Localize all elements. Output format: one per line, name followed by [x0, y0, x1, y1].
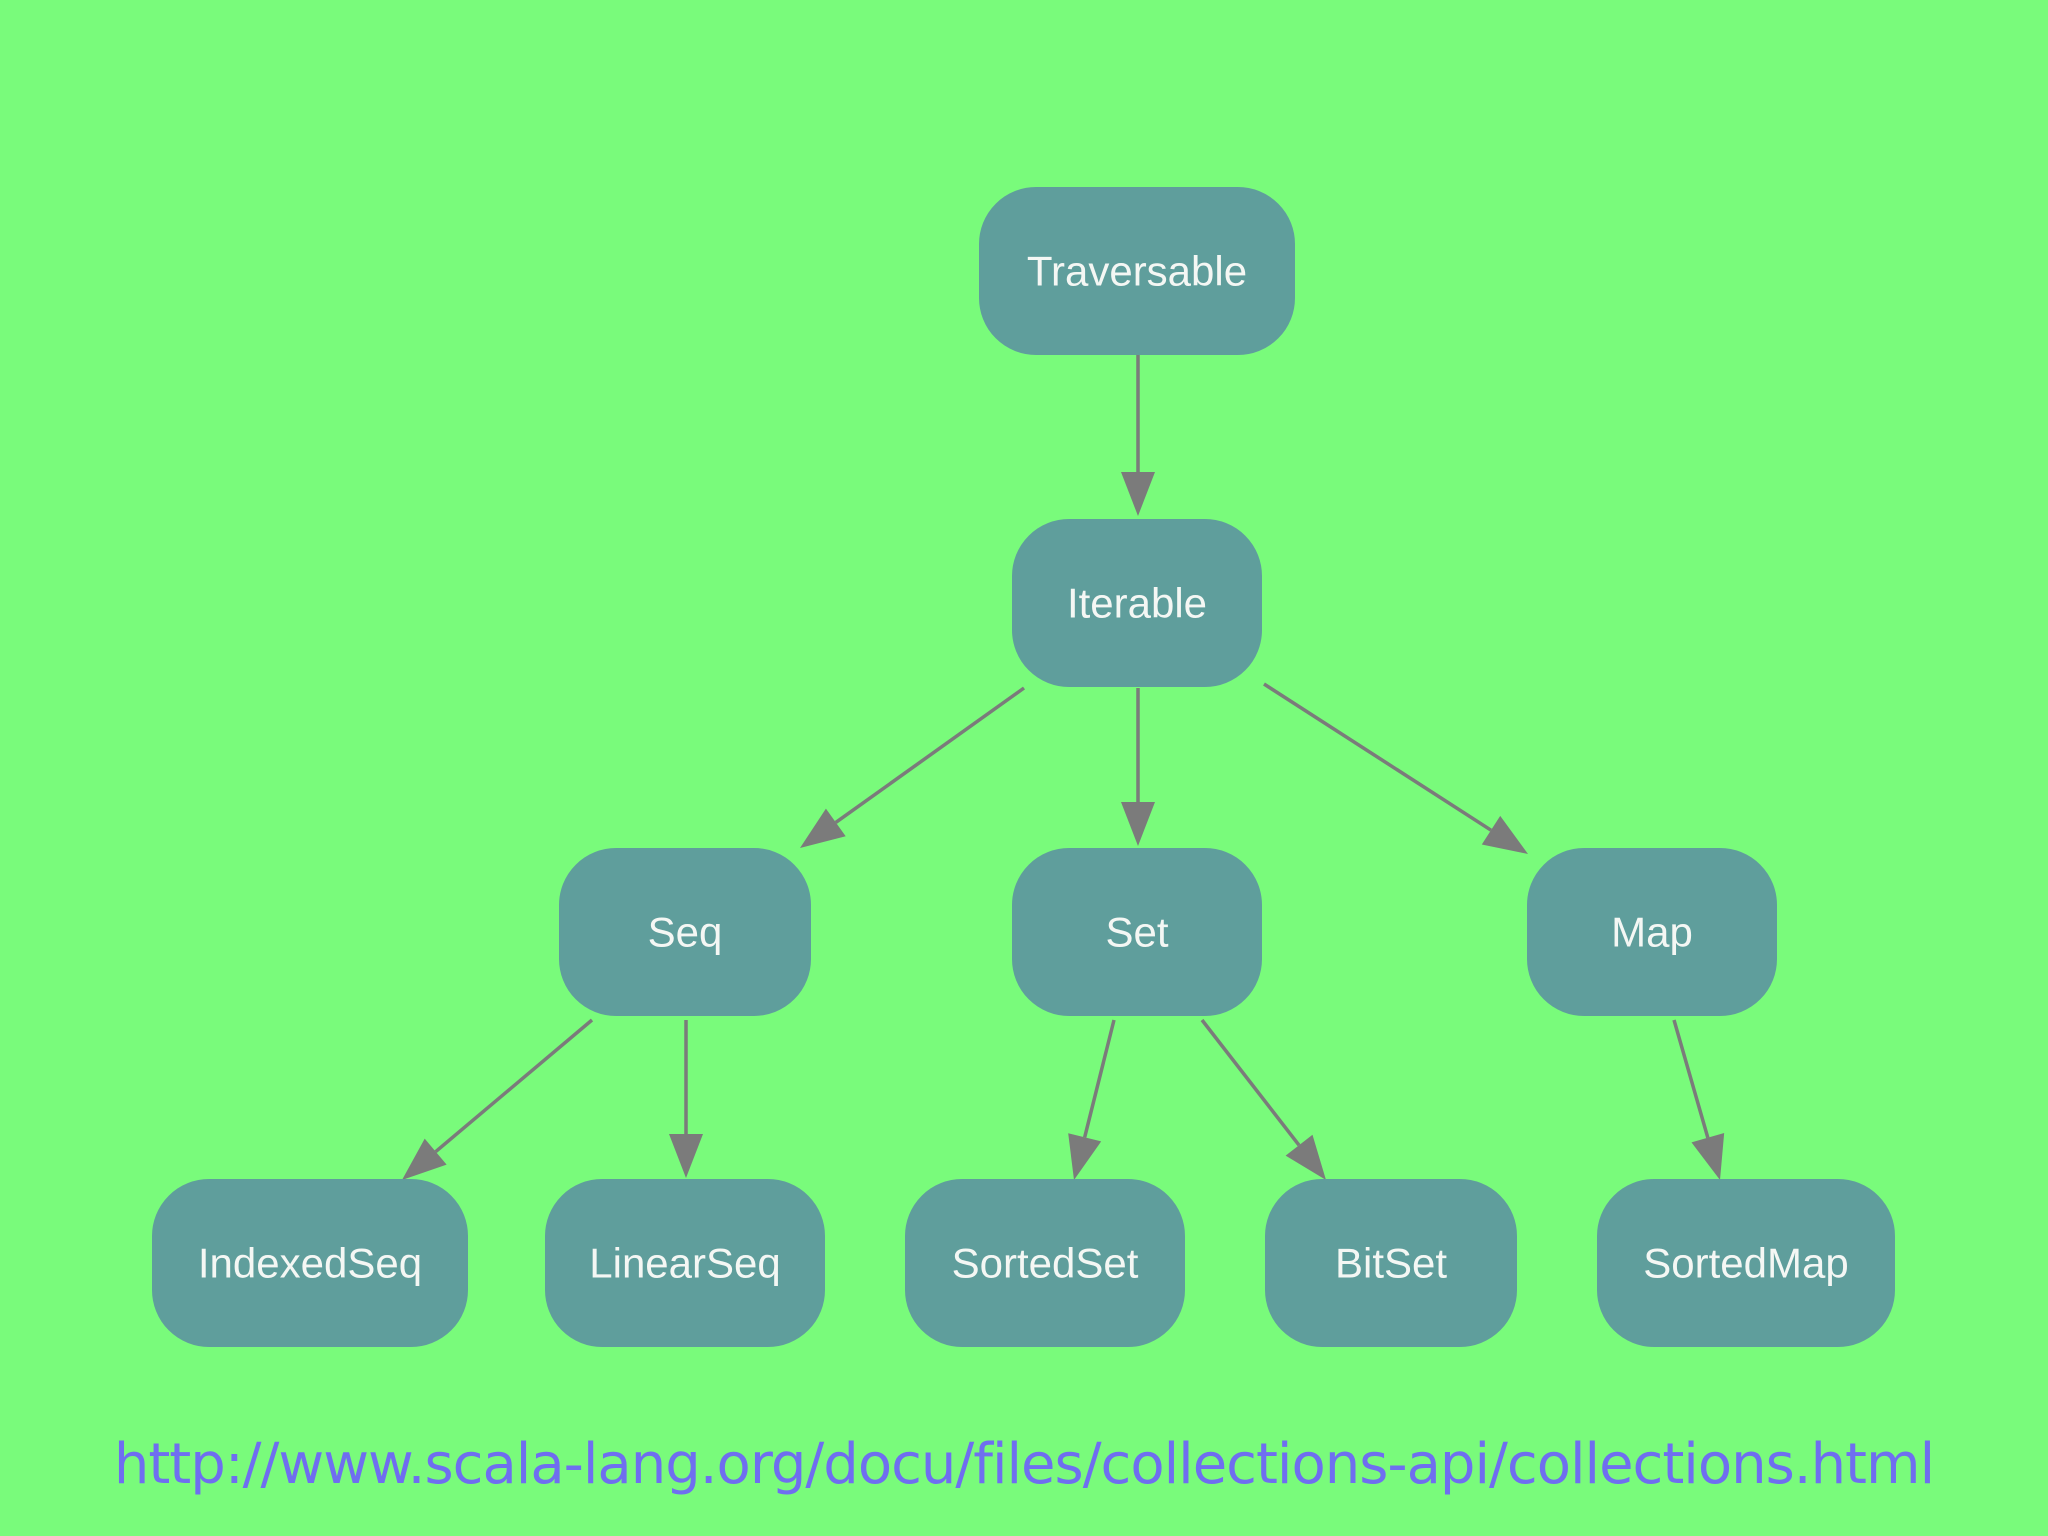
edge-map-to-sortedmap: [1672, 1019, 1725, 1180]
edge-line: [434, 1018, 594, 1153]
node-sortedset: SortedSet: [905, 1179, 1185, 1347]
arrowhead-icon: [1121, 472, 1155, 516]
node-traversable: Traversable: [979, 187, 1295, 355]
node-box: [545, 1179, 825, 1347]
arrowhead-icon: [1481, 815, 1528, 854]
node-iterable: Iterable: [1012, 519, 1262, 687]
node-label: Traversable: [1027, 248, 1247, 295]
edge-line: [1672, 1019, 1710, 1139]
node-box: [905, 1179, 1185, 1347]
node-label: Seq: [648, 909, 723, 956]
node-label: BitSet: [1335, 1240, 1447, 1287]
node-label: SortedSet: [952, 1240, 1139, 1287]
edges-layer: [402, 354, 1725, 1180]
edge-line: [834, 686, 1026, 824]
node-map: Map: [1527, 848, 1777, 1016]
node-label: Map: [1611, 909, 1693, 956]
node-box: [152, 1179, 468, 1347]
node-set: Set: [1012, 848, 1262, 1016]
edge-set-to-bitset: [1200, 1018, 1326, 1180]
source-url-link[interactable]: http://www.scala-lang.org/docu/files/col…: [113, 1432, 1935, 1497]
edge-iterable-to-map: [1263, 682, 1528, 854]
edge-iterable-to-seq: [800, 686, 1026, 848]
node-box: [979, 187, 1295, 355]
arrowhead-icon: [800, 808, 846, 848]
edge-line: [1082, 1019, 1116, 1138]
edge-iterable-to-set: [1121, 688, 1155, 846]
arrowhead-icon: [1068, 1133, 1102, 1180]
node-indexedseq: IndexedSeq: [152, 1179, 468, 1347]
edge-line: [1200, 1018, 1301, 1147]
arrowhead-icon: [1285, 1134, 1326, 1180]
edge-set-to-sortedset: [1068, 1019, 1116, 1180]
edge-seq-to-indexedseq: [402, 1018, 594, 1180]
edge-line: [1263, 682, 1492, 832]
node-label: LinearSeq: [589, 1240, 780, 1287]
edge-traversable-to-iterable: [1121, 354, 1155, 516]
node-label: Iterable: [1067, 580, 1207, 627]
node-bitset: BitSet: [1265, 1179, 1517, 1347]
node-box: [1527, 848, 1777, 1016]
node-box: [1012, 519, 1262, 687]
arrowhead-icon: [402, 1138, 447, 1180]
node-seq: Seq: [559, 848, 811, 1016]
edge-seq-to-linearseq: [669, 1020, 703, 1178]
node-box: [1012, 848, 1262, 1016]
arrowhead-icon: [1691, 1133, 1725, 1180]
node-linearseq: LinearSeq: [545, 1179, 825, 1347]
node-label: IndexedSeq: [198, 1240, 422, 1287]
node-label: Set: [1105, 909, 1168, 956]
node-box: [1597, 1179, 1895, 1347]
node-label: SortedMap: [1643, 1240, 1848, 1287]
node-box: [559, 848, 811, 1016]
node-sortedmap: SortedMap: [1597, 1179, 1895, 1347]
arrowhead-icon: [669, 1134, 703, 1178]
node-box: [1265, 1179, 1517, 1347]
arrowhead-icon: [1121, 802, 1155, 846]
